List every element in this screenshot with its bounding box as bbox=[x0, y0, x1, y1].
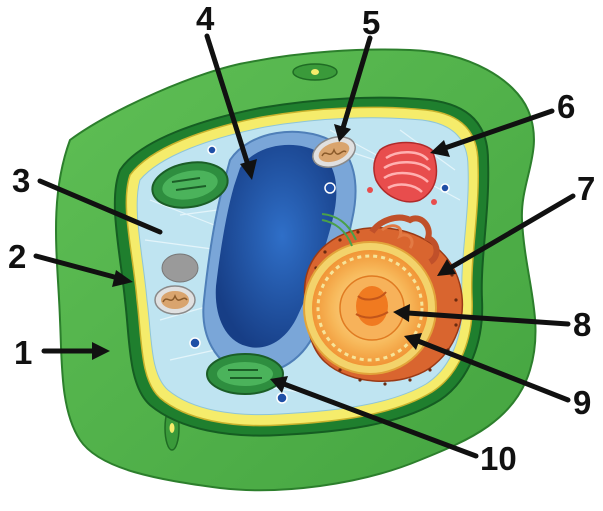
arrow-5-head bbox=[334, 124, 351, 142]
ribosomes bbox=[308, 230, 458, 386]
arrow-1-head bbox=[92, 342, 110, 360]
plasmodesma-top-core bbox=[311, 69, 319, 75]
arrow-9 bbox=[415, 338, 571, 403]
plasmodesma-bottom-core bbox=[169, 423, 175, 433]
label-10: 10 bbox=[480, 440, 517, 477]
golgi-apparatus bbox=[367, 141, 438, 205]
vesicle bbox=[440, 183, 450, 193]
arrow-8 bbox=[405, 310, 571, 327]
label-5: 5 bbox=[362, 4, 380, 41]
label-6: 6 bbox=[557, 88, 575, 125]
vesicle bbox=[189, 337, 201, 349]
arrow-5 bbox=[340, 35, 373, 131]
arrow-7-head bbox=[437, 259, 456, 276]
label-8: 8 bbox=[573, 306, 591, 343]
peroxisome bbox=[161, 253, 199, 283]
microtubules bbox=[321, 213, 357, 247]
arrow-6 bbox=[442, 108, 555, 151]
label-3: 3 bbox=[12, 162, 30, 199]
arrow-8-head bbox=[393, 304, 410, 322]
arrow-4 bbox=[204, 33, 251, 168]
arrow-6-head bbox=[430, 140, 450, 157]
vesicle bbox=[324, 182, 336, 194]
vesicle bbox=[207, 145, 217, 155]
arrow-10-head bbox=[270, 376, 288, 393]
label-9: 9 bbox=[573, 384, 591, 421]
arrow-2-head bbox=[112, 270, 133, 287]
arrow-4-head bbox=[240, 159, 257, 180]
arrow-10 bbox=[281, 381, 479, 459]
vacuole-interior bbox=[215, 144, 337, 348]
arrow-9-head bbox=[404, 333, 422, 350]
pointer-arrows bbox=[33, 33, 576, 459]
mitochondrion-left bbox=[154, 285, 196, 315]
mitochondrion-upper bbox=[312, 136, 356, 168]
vesicle bbox=[276, 392, 288, 404]
arrow-3 bbox=[37, 178, 163, 235]
chloroplast-lower bbox=[206, 353, 284, 395]
arrow-2 bbox=[33, 253, 121, 281]
nucleolus bbox=[339, 275, 405, 341]
label-7: 7 bbox=[577, 170, 595, 207]
label-2: 2 bbox=[8, 238, 26, 275]
label-4: 4 bbox=[196, 0, 215, 37]
arrow-7 bbox=[447, 193, 576, 271]
chloroplast-upper bbox=[151, 161, 229, 209]
label-1: 1 bbox=[14, 334, 32, 371]
